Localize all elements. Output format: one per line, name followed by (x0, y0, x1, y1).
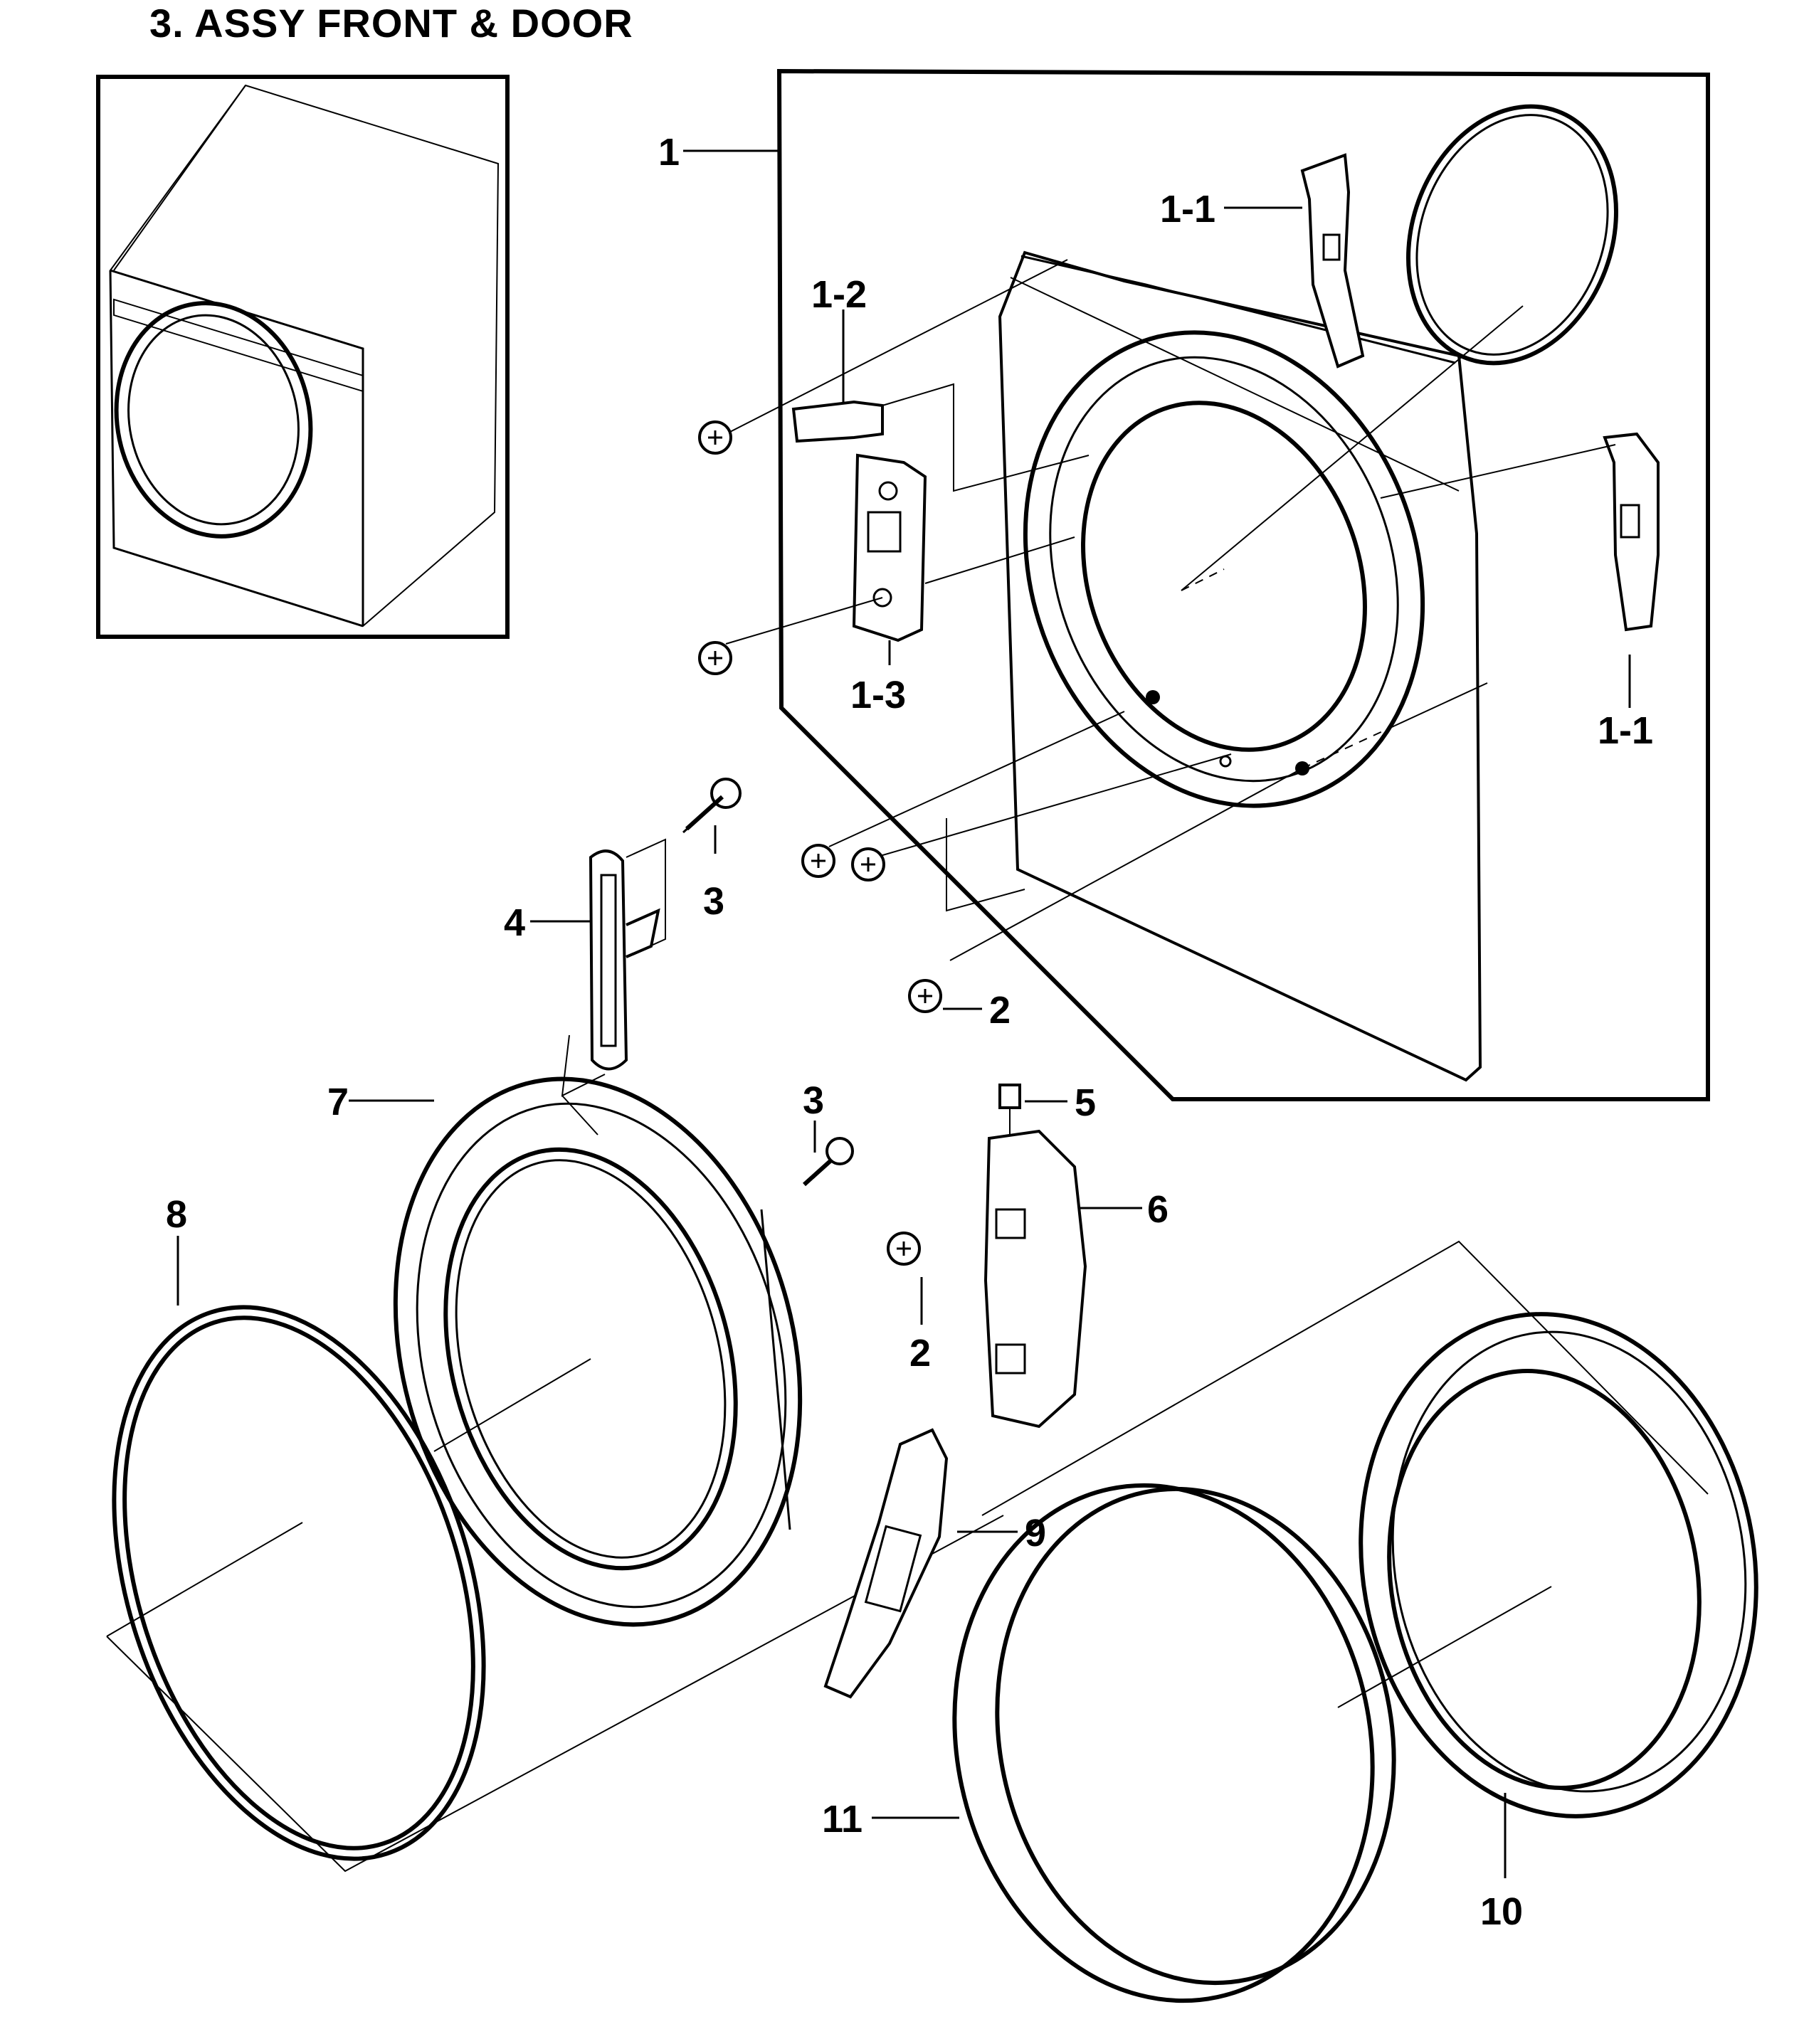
callout-leaders (176, 149, 1631, 1878)
callout-3-upper: 3 (703, 880, 724, 923)
outer-door (952, 1483, 1396, 2003)
callout-labels: 1 1-1 1-2 1-3 1-1 3 4 2 7 3 5 6 8 2 9 11… (166, 131, 1653, 1933)
callout-2-upper: 2 (989, 989, 1011, 1032)
callout-7: 7 (327, 1081, 349, 1123)
callout-1-2: 1-2 (811, 273, 867, 316)
diagram-title: 3. ASSY FRONT & DOOR (149, 1, 633, 46)
callout-10: 10 (1480, 1890, 1523, 1933)
callout-1: 1 (658, 131, 680, 174)
callout-5: 5 (1075, 1081, 1096, 1124)
door-glass-ring (106, 1305, 1004, 1873)
callout-3-lower: 3 (803, 1079, 824, 1122)
callout-4: 4 (504, 901, 525, 944)
screws (682, 420, 942, 1266)
callout-1-3: 1-3 (850, 674, 906, 716)
callout-11: 11 (822, 1798, 863, 1841)
hinge-bracket (823, 1428, 949, 1699)
inner-door-ring (981, 1240, 1758, 1818)
callout-1-1-bottom: 1-1 (1598, 709, 1653, 752)
door-hinge (983, 1084, 1087, 1429)
front-panel-assembly (725, 68, 1710, 1101)
callout-2-lower: 2 (909, 1332, 931, 1375)
callout-9: 9 (1025, 1512, 1046, 1555)
door-frame (393, 1076, 803, 1627)
overview-inset (96, 75, 510, 639)
callout-8: 8 (166, 1193, 187, 1236)
callout-1-1-top: 1-1 (1160, 188, 1215, 231)
door-handle (561, 838, 666, 1135)
callout-6: 6 (1147, 1188, 1169, 1231)
